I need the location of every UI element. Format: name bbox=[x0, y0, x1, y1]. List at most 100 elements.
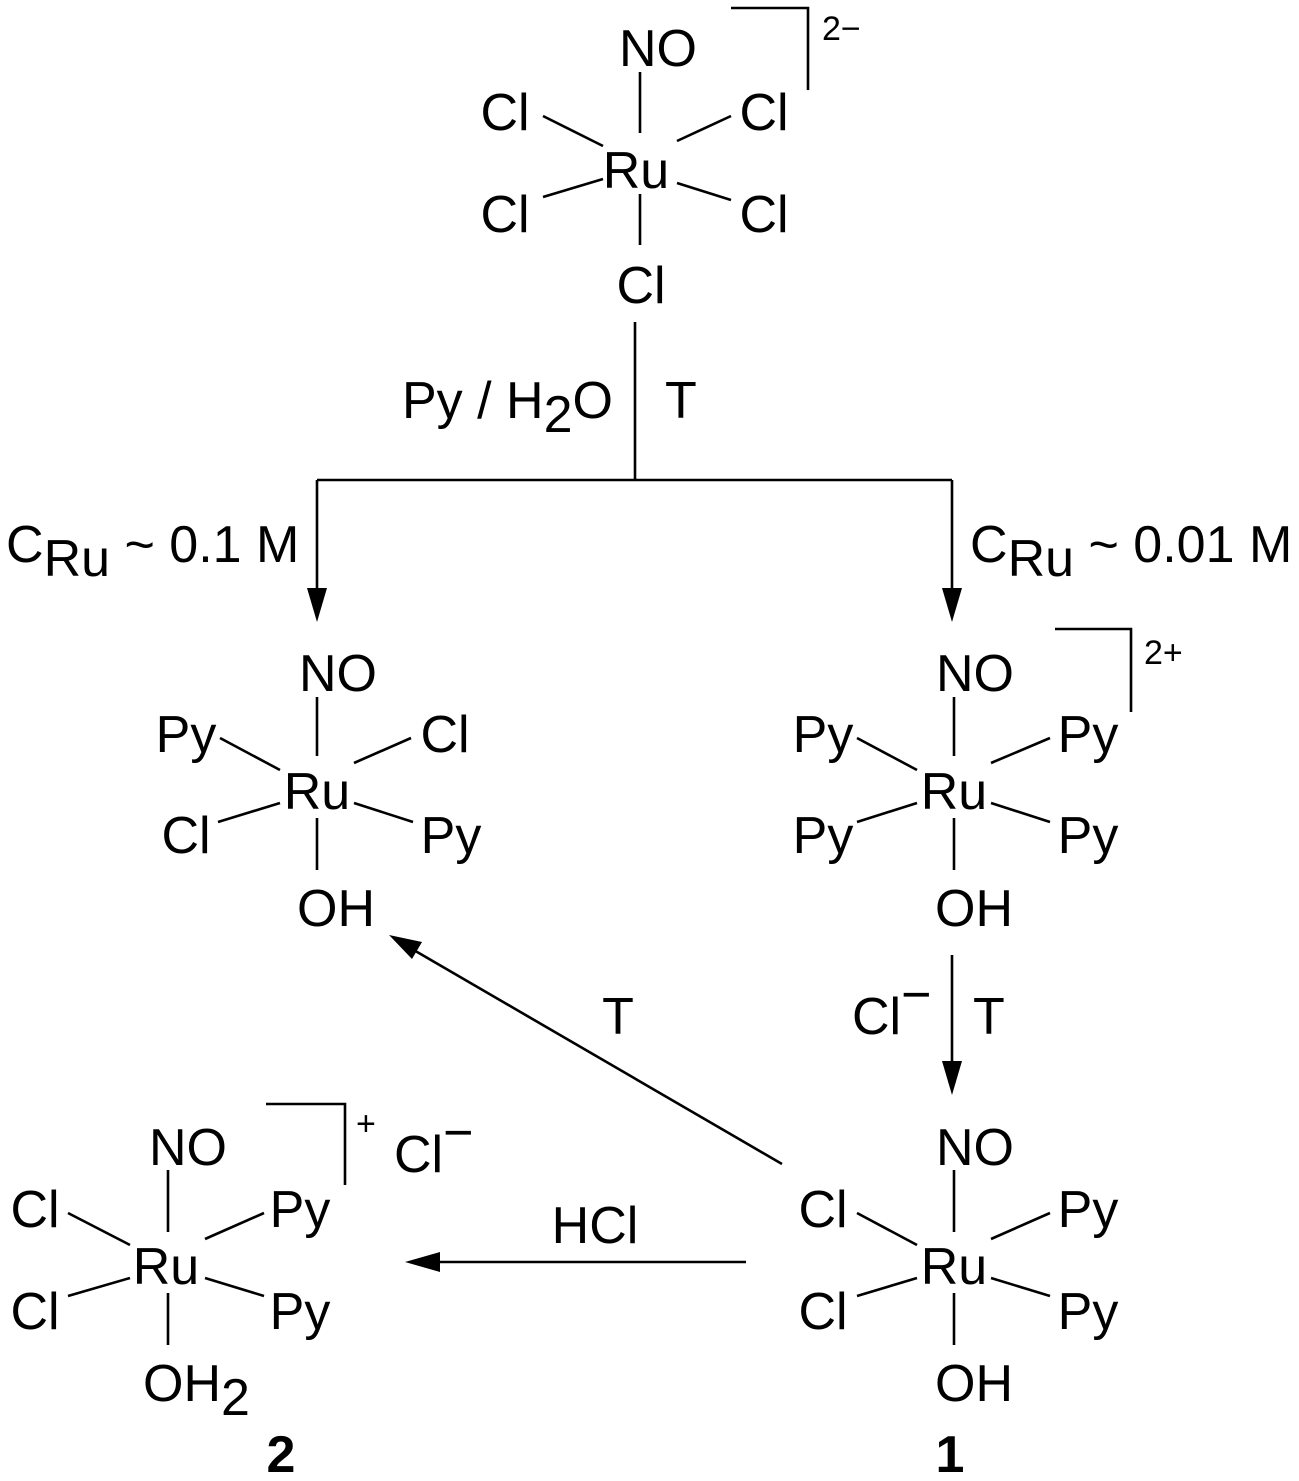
counterion-main: Cl bbox=[394, 1126, 443, 1184]
bond-ru-py-upper-left bbox=[856, 736, 918, 772]
metal-center: Ru bbox=[133, 1238, 199, 1296]
ligand-lower-right: Py bbox=[270, 1283, 331, 1341]
counterion: Cl− bbox=[394, 1104, 473, 1184]
arrow-diagonal-shaft bbox=[411, 947, 783, 1166]
bond-ru-cl-lower-left bbox=[67, 1276, 131, 1298]
ligand-lower-left: Cl bbox=[10, 1283, 59, 1341]
compound-2: NO Cl Py Ru Cl Py OH2 + Cl− 2 bbox=[10, 1102, 473, 1481]
arrow-left-head bbox=[307, 588, 327, 622]
ligand-upper-right: Cl bbox=[739, 84, 788, 142]
bond-ru-cl-lower-right bbox=[676, 181, 732, 202]
concentration-right: CRu ~ 0.01 M bbox=[970, 516, 1292, 588]
condition-solvent-tail: O bbox=[573, 372, 613, 430]
metal-center: Ru bbox=[921, 763, 987, 821]
compound-1: NO Cl Py Ru Cl Py OH 1 bbox=[798, 1119, 1118, 1481]
condition-chloride-main: Cl bbox=[852, 988, 901, 1046]
arrow-left-head bbox=[405, 1252, 440, 1272]
bond-ru-cl-upper-left bbox=[67, 1211, 131, 1247]
charge-bracket bbox=[1055, 627, 1133, 712]
condition-solvent-main: Py / H bbox=[402, 372, 544, 430]
step-acid: HCl bbox=[405, 1197, 746, 1272]
tetrapyridine-complex: NO Py Py Ru Py Py OH 2+ bbox=[793, 627, 1183, 938]
bond-ru-py-upper-right bbox=[204, 1211, 265, 1241]
ligand-bottom: OH bbox=[297, 880, 375, 938]
complex-charge: 2+ bbox=[1144, 634, 1183, 672]
bond-ru-py-lower-right bbox=[990, 801, 1051, 824]
bond-ru-py-upper-right bbox=[990, 1211, 1051, 1241]
bond-ru-py-upper-left bbox=[219, 736, 281, 772]
ligand-lower-left: Cl bbox=[161, 807, 210, 865]
ligand-lower-left: Py bbox=[793, 807, 854, 865]
ligand-upper-right: Cl bbox=[420, 706, 469, 764]
metal-center: Ru bbox=[603, 142, 669, 200]
ligand-bottom: OH2 bbox=[143, 1355, 250, 1427]
bond-ru-cl-lower-left bbox=[217, 801, 281, 824]
ligand-upper-left: Cl bbox=[480, 84, 529, 142]
condition-chloride: Cl− bbox=[852, 966, 931, 1046]
bond-ru-cl-upper-right bbox=[353, 736, 412, 765]
branch-left: CRu ~ 0.1 M bbox=[6, 480, 327, 622]
ligand-top: NO bbox=[936, 1119, 1014, 1177]
branch-right: CRu ~ 0.01 M bbox=[942, 480, 1292, 622]
bond-ru-py-lower-right bbox=[353, 801, 414, 824]
counterion-charge: − bbox=[443, 1104, 473, 1162]
ligand-upper-right: Py bbox=[1058, 706, 1119, 764]
trans-dichloro-complex: NO Py Cl Ru Cl Py OH bbox=[156, 645, 482, 938]
compound-number: 1 bbox=[936, 1426, 965, 1481]
concentration-right-main: C bbox=[970, 516, 1008, 574]
metal-center: Ru bbox=[921, 1238, 987, 1296]
condition-chloride-temperature: T bbox=[973, 988, 1005, 1046]
ligand-lower-right: Py bbox=[1058, 807, 1119, 865]
bond-ru-cl-lower-left bbox=[542, 177, 604, 199]
ligand-top: NO bbox=[299, 645, 377, 703]
ligand-upper-right: Py bbox=[1058, 1181, 1119, 1239]
complex-charge: + bbox=[356, 1105, 376, 1143]
start-complex: NO Cl Cl Ru Cl Cl Cl 2− bbox=[480, 6, 861, 315]
bond-ru-cl-lower-left bbox=[856, 1276, 918, 1298]
ligand-bottom: OH bbox=[935, 880, 1013, 938]
arrow-diagonal-head bbox=[389, 935, 422, 959]
charge-bracket bbox=[266, 1102, 347, 1185]
bond-ru-py-lower-right bbox=[990, 1276, 1051, 1298]
metal-center: Ru bbox=[284, 763, 350, 821]
ligand-bottom-main: OH bbox=[143, 1355, 221, 1413]
ligand-lower-right: Py bbox=[1058, 1283, 1119, 1341]
bond-ru-cl-upper-left bbox=[542, 114, 604, 148]
condition-solvent: Py / H2O bbox=[402, 372, 613, 444]
concentration-left-tail: ~ 0.1 M bbox=[110, 516, 299, 574]
condition-thermal: T bbox=[602, 988, 634, 1046]
bond-ru-py-lower-right bbox=[204, 1276, 265, 1298]
condition-solvent-sub: 2 bbox=[544, 386, 573, 444]
ligand-lower-right: Py bbox=[421, 807, 482, 865]
ligand-bottom-sub: 2 bbox=[221, 1369, 250, 1427]
concentration-left-sub: Ru bbox=[44, 530, 110, 588]
ligand-upper-right: Py bbox=[270, 1181, 331, 1239]
ligand-top: NO bbox=[149, 1119, 227, 1177]
bond-ru-py-lower-left bbox=[856, 801, 918, 824]
ligand-bottom: Cl bbox=[616, 257, 665, 315]
arrow-down-head bbox=[942, 1061, 962, 1095]
step-chloride: Cl− T bbox=[852, 955, 1005, 1095]
ligand-upper-left: Cl bbox=[10, 1181, 59, 1239]
ligand-upper-left: Cl bbox=[798, 1181, 847, 1239]
ligand-lower-right: Cl bbox=[739, 186, 788, 244]
bond-ru-cl-upper-right bbox=[676, 114, 732, 143]
step-thermal: T bbox=[389, 935, 783, 1166]
ligand-top: NO bbox=[936, 645, 1014, 703]
bond-ru-py-upper-right bbox=[990, 736, 1051, 765]
complex-charge: 2− bbox=[822, 10, 861, 48]
condition-temperature: T bbox=[665, 372, 697, 430]
ligand-upper-left: Py bbox=[793, 706, 854, 764]
concentration-left: CRu ~ 0.1 M bbox=[6, 516, 299, 588]
compound-number: 2 bbox=[267, 1426, 296, 1481]
arrow-right-head bbox=[942, 588, 962, 622]
ligand-bottom: OH bbox=[935, 1355, 1013, 1413]
concentration-right-sub: Ru bbox=[1008, 530, 1074, 588]
step-pyridine-water: Py / H2O T bbox=[317, 322, 952, 482]
ligand-upper-left: Py bbox=[156, 706, 217, 764]
charge-bracket bbox=[731, 6, 810, 90]
concentration-left-main: C bbox=[6, 516, 44, 574]
bond-ru-cl-upper-left bbox=[856, 1211, 918, 1247]
condition-chloride-sup: − bbox=[901, 966, 931, 1024]
